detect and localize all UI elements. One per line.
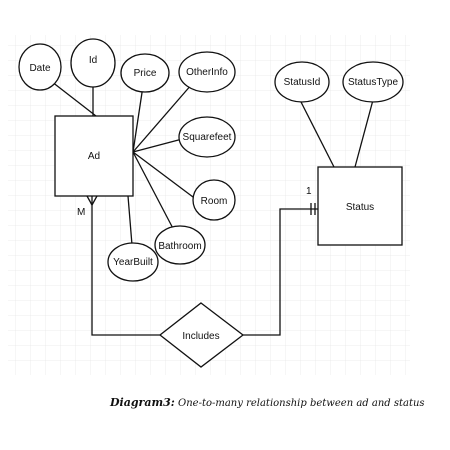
connector-statusid: [299, 99, 335, 168]
attribute-price-shape: [120, 53, 170, 93]
connector-statustype: [354, 99, 374, 168]
attribute-statusid-shape: [274, 61, 330, 103]
caption-bold: Diagram3:: [109, 396, 175, 409]
connector-date: [46, 77, 97, 117]
attribute-squarefeet: Squarefeet: [178, 116, 236, 158]
attribute-yearbuilt-label: YearBuilt: [113, 257, 153, 268]
attribute-room-shape: [192, 179, 236, 221]
attribute-statustype-label: StatusType: [348, 77, 398, 88]
connector-price: [132, 85, 144, 153]
attribute-yearbuilt-shape: [107, 242, 159, 282]
entity-ad-label: Ad: [88, 151, 100, 162]
attribute-otherinfo: OtherInfo: [178, 51, 236, 93]
attribute-squarefeet-shape: [178, 116, 236, 158]
attribute-statustype: StatusType: [342, 61, 404, 103]
attribute-statustype-shape: [342, 61, 404, 103]
cardinality-one-label: 1: [306, 186, 312, 197]
entity-ad: Ad: [54, 115, 134, 197]
attribute-id-label: Id: [89, 55, 97, 66]
attribute-room: Room: [192, 179, 236, 221]
connector-room: [132, 151, 198, 201]
entity-status-label: Status: [346, 202, 374, 213]
attribute-price-label: Price: [134, 68, 157, 79]
attribute-bathroom-label: Bathroom: [158, 241, 201, 252]
crowfoot-left: [86, 195, 93, 206]
attribute-otherinfo-label: OtherInfo: [186, 67, 228, 78]
relationship-includes-shape: [158, 302, 245, 368]
cardinality-many-label: M: [77, 207, 85, 218]
connector-yearbuilt: [127, 195, 133, 246]
ad-to-includes-line: [91, 196, 160, 336]
attribute-id: Id: [70, 38, 116, 88]
attribute-statusid: StatusId: [274, 61, 330, 103]
entity-status-box: [317, 166, 403, 246]
attribute-bathroom-shape: [154, 225, 206, 265]
entity-status: Status: [317, 166, 403, 246]
connector-squarefeet: [132, 137, 187, 153]
relationship-includes-label: Includes: [182, 331, 219, 342]
attribute-otherinfo-shape: [178, 51, 236, 93]
attribute-date-label: Date: [29, 63, 51, 74]
connector-bathroom: [132, 151, 179, 239]
attribute-yearbuilt: YearBuilt: [107, 242, 159, 282]
attribute-date: Date: [18, 43, 62, 91]
includes-to-status-line: [243, 208, 318, 336]
status-attribute-connectors: [299, 99, 374, 168]
diagram-caption: Diagram3: One-to-many relationship betwe…: [109, 396, 425, 409]
attribute-price: Price: [120, 53, 170, 93]
relationship-lines: [86, 195, 318, 336]
attribute-bathroom: Bathroom: [154, 225, 206, 265]
crowfoot-right: [91, 195, 98, 206]
attribute-room-label: Room: [201, 196, 228, 207]
entity-ad-box: [54, 115, 134, 197]
connector-otherinfo: [132, 83, 193, 153]
caption-rest: One-to-many relationship between ad and …: [175, 398, 425, 409]
attribute-statusid-label: StatusId: [284, 77, 321, 88]
attribute-date-shape: [18, 43, 62, 91]
attribute-squarefeet-label: Squarefeet: [183, 132, 232, 143]
attribute-id-shape: [70, 38, 116, 88]
ad-attribute-connectors: [46, 77, 198, 246]
relationship-includes: Includes: [158, 302, 245, 368]
